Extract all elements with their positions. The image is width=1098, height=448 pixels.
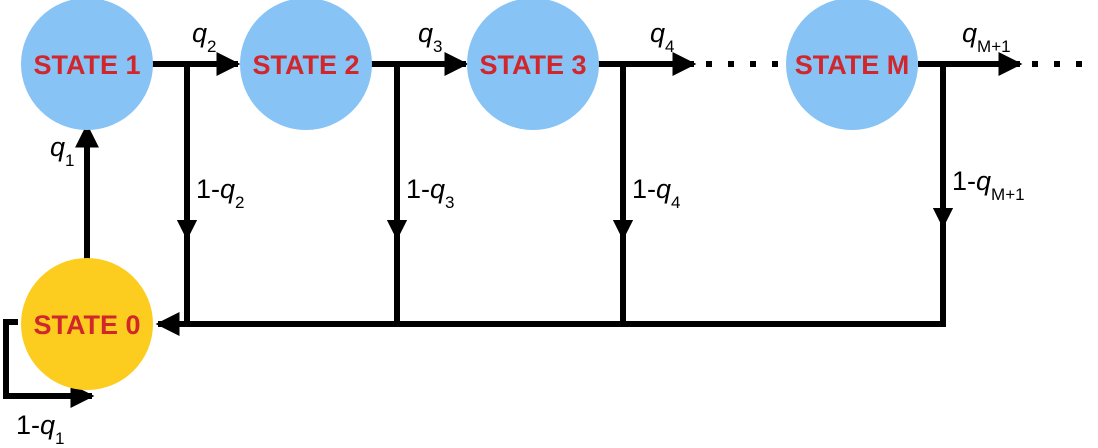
state-0-circle [21, 258, 153, 390]
label-q2: q2 [192, 18, 217, 56]
self-loop-state0 [3, 319, 95, 408]
label-qm1: qM+1 [962, 18, 1011, 56]
state-m-label: STATE M [795, 50, 910, 80]
label-not-q1: 1-q1 [16, 410, 65, 448]
state-1-node: STATE 1 [21, 0, 153, 130]
transition-labels: q1 q2 q3 q4 qM+1 1-q2 1-q3 1-q4 1-qM+1 1… [16, 18, 1025, 448]
state-2-circle [240, 0, 372, 130]
connections [3, 52, 1098, 408]
label-not-q2: 1-q2 [196, 174, 245, 212]
label-q3: q3 [418, 18, 443, 56]
states: STATE 1 STATE 2 STATE 3 STATE M STATE 0 [21, 0, 918, 390]
state-m-circle [786, 0, 918, 130]
state-3-circle [467, 0, 599, 130]
label-not-q3: 1-q3 [406, 174, 455, 212]
label-not-q4: 1-q4 [632, 174, 681, 212]
state-0-node: STATE 0 [21, 258, 153, 390]
state-3-node: STATE 3 [467, 0, 599, 130]
state-1-label: STATE 1 [33, 50, 140, 80]
state-2-node: STATE 2 [240, 0, 372, 130]
state-3-label: STATE 3 [479, 50, 586, 80]
label-q1: q1 [50, 132, 75, 170]
state-1-circle [21, 0, 153, 130]
state-2-label: STATE 2 [252, 50, 359, 80]
label-q4: q4 [650, 18, 675, 56]
state-0-label: STATE 0 [33, 310, 140, 340]
state-m-node: STATE M [786, 0, 918, 130]
label-not-qm1: 1-qM+1 [952, 166, 1025, 204]
